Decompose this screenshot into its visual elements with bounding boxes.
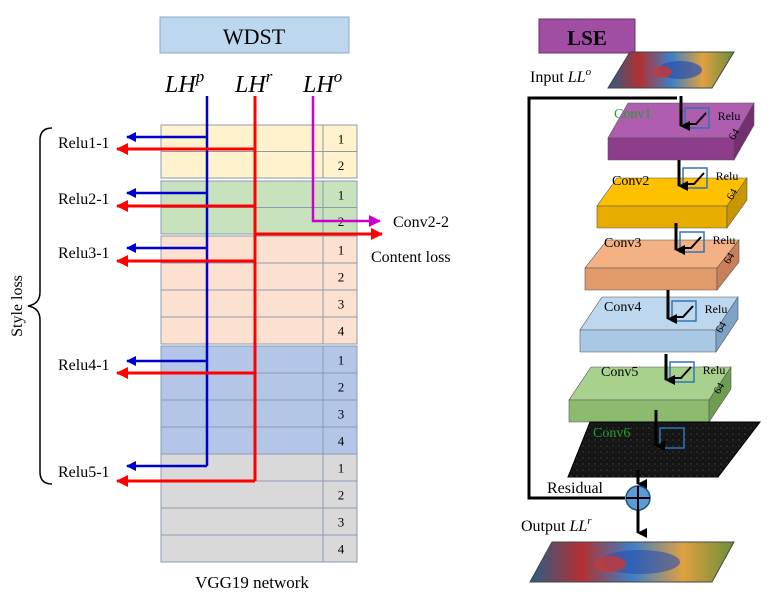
vgg-layer-row (160, 235, 358, 264)
conv-layer: Conv6 (567, 410, 762, 478)
vgg-layer-index: 4 (338, 324, 345, 339)
vgg-layer-index: 4 (338, 542, 345, 557)
conv-layer-name: Conv2 (612, 174, 649, 189)
lh-r-label: LHr (234, 67, 273, 98)
lse-title-box: LSE (538, 18, 636, 54)
relu-text: Relu (718, 109, 741, 123)
vgg-layer-index: 2 (338, 380, 345, 395)
vgg-layer-row (160, 262, 358, 291)
style-arrows (116, 132, 255, 487)
relu-icon (682, 167, 708, 189)
output-label: Output LLr (521, 515, 592, 535)
relu-text: Relu (713, 233, 736, 247)
content-loss-label: Content loss (371, 249, 451, 266)
relu-icon (659, 427, 685, 449)
vgg-block: 1 2 3 4 (160, 345, 358, 455)
conv-layer-name: Conv1 (614, 107, 651, 122)
vgg-layer-index: 2 (338, 270, 345, 285)
vgg-layer-index: 1 (338, 353, 345, 368)
vgg-layer-row (160, 316, 358, 345)
conv-layer-name: Conv3 (604, 236, 641, 251)
vgg-block: 12 (160, 124, 358, 179)
vgg-layer-index: 1 (338, 131, 345, 146)
input-image (607, 51, 735, 89)
vgg-layer-row (160, 399, 358, 428)
vgg-layer-row (160, 534, 358, 563)
relu-icon (679, 231, 705, 253)
vgg-layer-row (160, 289, 358, 318)
lh-o-line (311, 96, 381, 227)
conv-layer-name: Conv6 (593, 426, 630, 441)
vgg-block: 1 2 3 4 (160, 453, 358, 563)
output-image (529, 541, 735, 583)
wdst-title-box: WDST (159, 16, 350, 54)
relu-text: Relu (716, 169, 739, 183)
vgg-layer-index: 4 (338, 434, 345, 449)
relu-label: Relu2-1 (58, 191, 110, 208)
vgg-layer-row (160, 372, 358, 401)
vgg-layer-index: 1 (338, 243, 345, 258)
vgg-layer-row (160, 345, 358, 374)
vgg-layer-index: 3 (338, 297, 345, 312)
wdst-title: WDST (223, 24, 286, 49)
residual-add-icon (625, 485, 651, 511)
relu-icon (669, 361, 695, 383)
style-loss-brace (27, 127, 53, 485)
relu-label: Relu1-1 (58, 135, 110, 152)
relu-label: Relu3-1 (58, 245, 110, 262)
vgg-layer-row (160, 426, 358, 455)
lse-title: LSE (567, 26, 607, 50)
conv-layer-name: Conv4 (604, 300, 641, 315)
vgg-block: 1 2 3 4 (160, 235, 358, 345)
relu-labels: Relu1-1 Relu2-1 Relu3-1 Relu4-1 Relu5-1 (58, 135, 110, 481)
conv22-label: Conv2-2 (393, 214, 449, 231)
vgg-layer-index: 1 (338, 461, 345, 476)
vgg-layer-index: 3 (338, 515, 345, 530)
vgg-layer-index: 3 (338, 407, 345, 422)
lh-o-label: LHo (302, 67, 342, 98)
relu-icon (671, 300, 697, 322)
relu-text: Relu (705, 302, 728, 316)
lh-p-label: LHp (164, 67, 204, 98)
vgg-layer-row (160, 507, 358, 536)
network-label: VGG19 network (195, 573, 309, 592)
vgg-layer-row (160, 453, 358, 482)
vgg-layer-index: 2 (338, 158, 345, 173)
relu-icon (684, 107, 710, 129)
relu-label: Relu5-1 (58, 464, 110, 481)
relu-text: Relu (703, 363, 726, 377)
relu-label: Relu4-1 (58, 357, 110, 374)
style-loss-label: Style loss (9, 275, 26, 337)
residual-path (527, 96, 677, 500)
input-label: Input LLo (530, 66, 592, 86)
vgg-layer-index: 1 (338, 187, 345, 202)
conv-layer-name: Conv5 (601, 365, 638, 380)
vgg-layer-index: 2 (338, 488, 345, 503)
vgg-layer-row (160, 480, 358, 509)
vgg-layer-row (160, 151, 358, 179)
residual-label: Residual (547, 480, 604, 497)
